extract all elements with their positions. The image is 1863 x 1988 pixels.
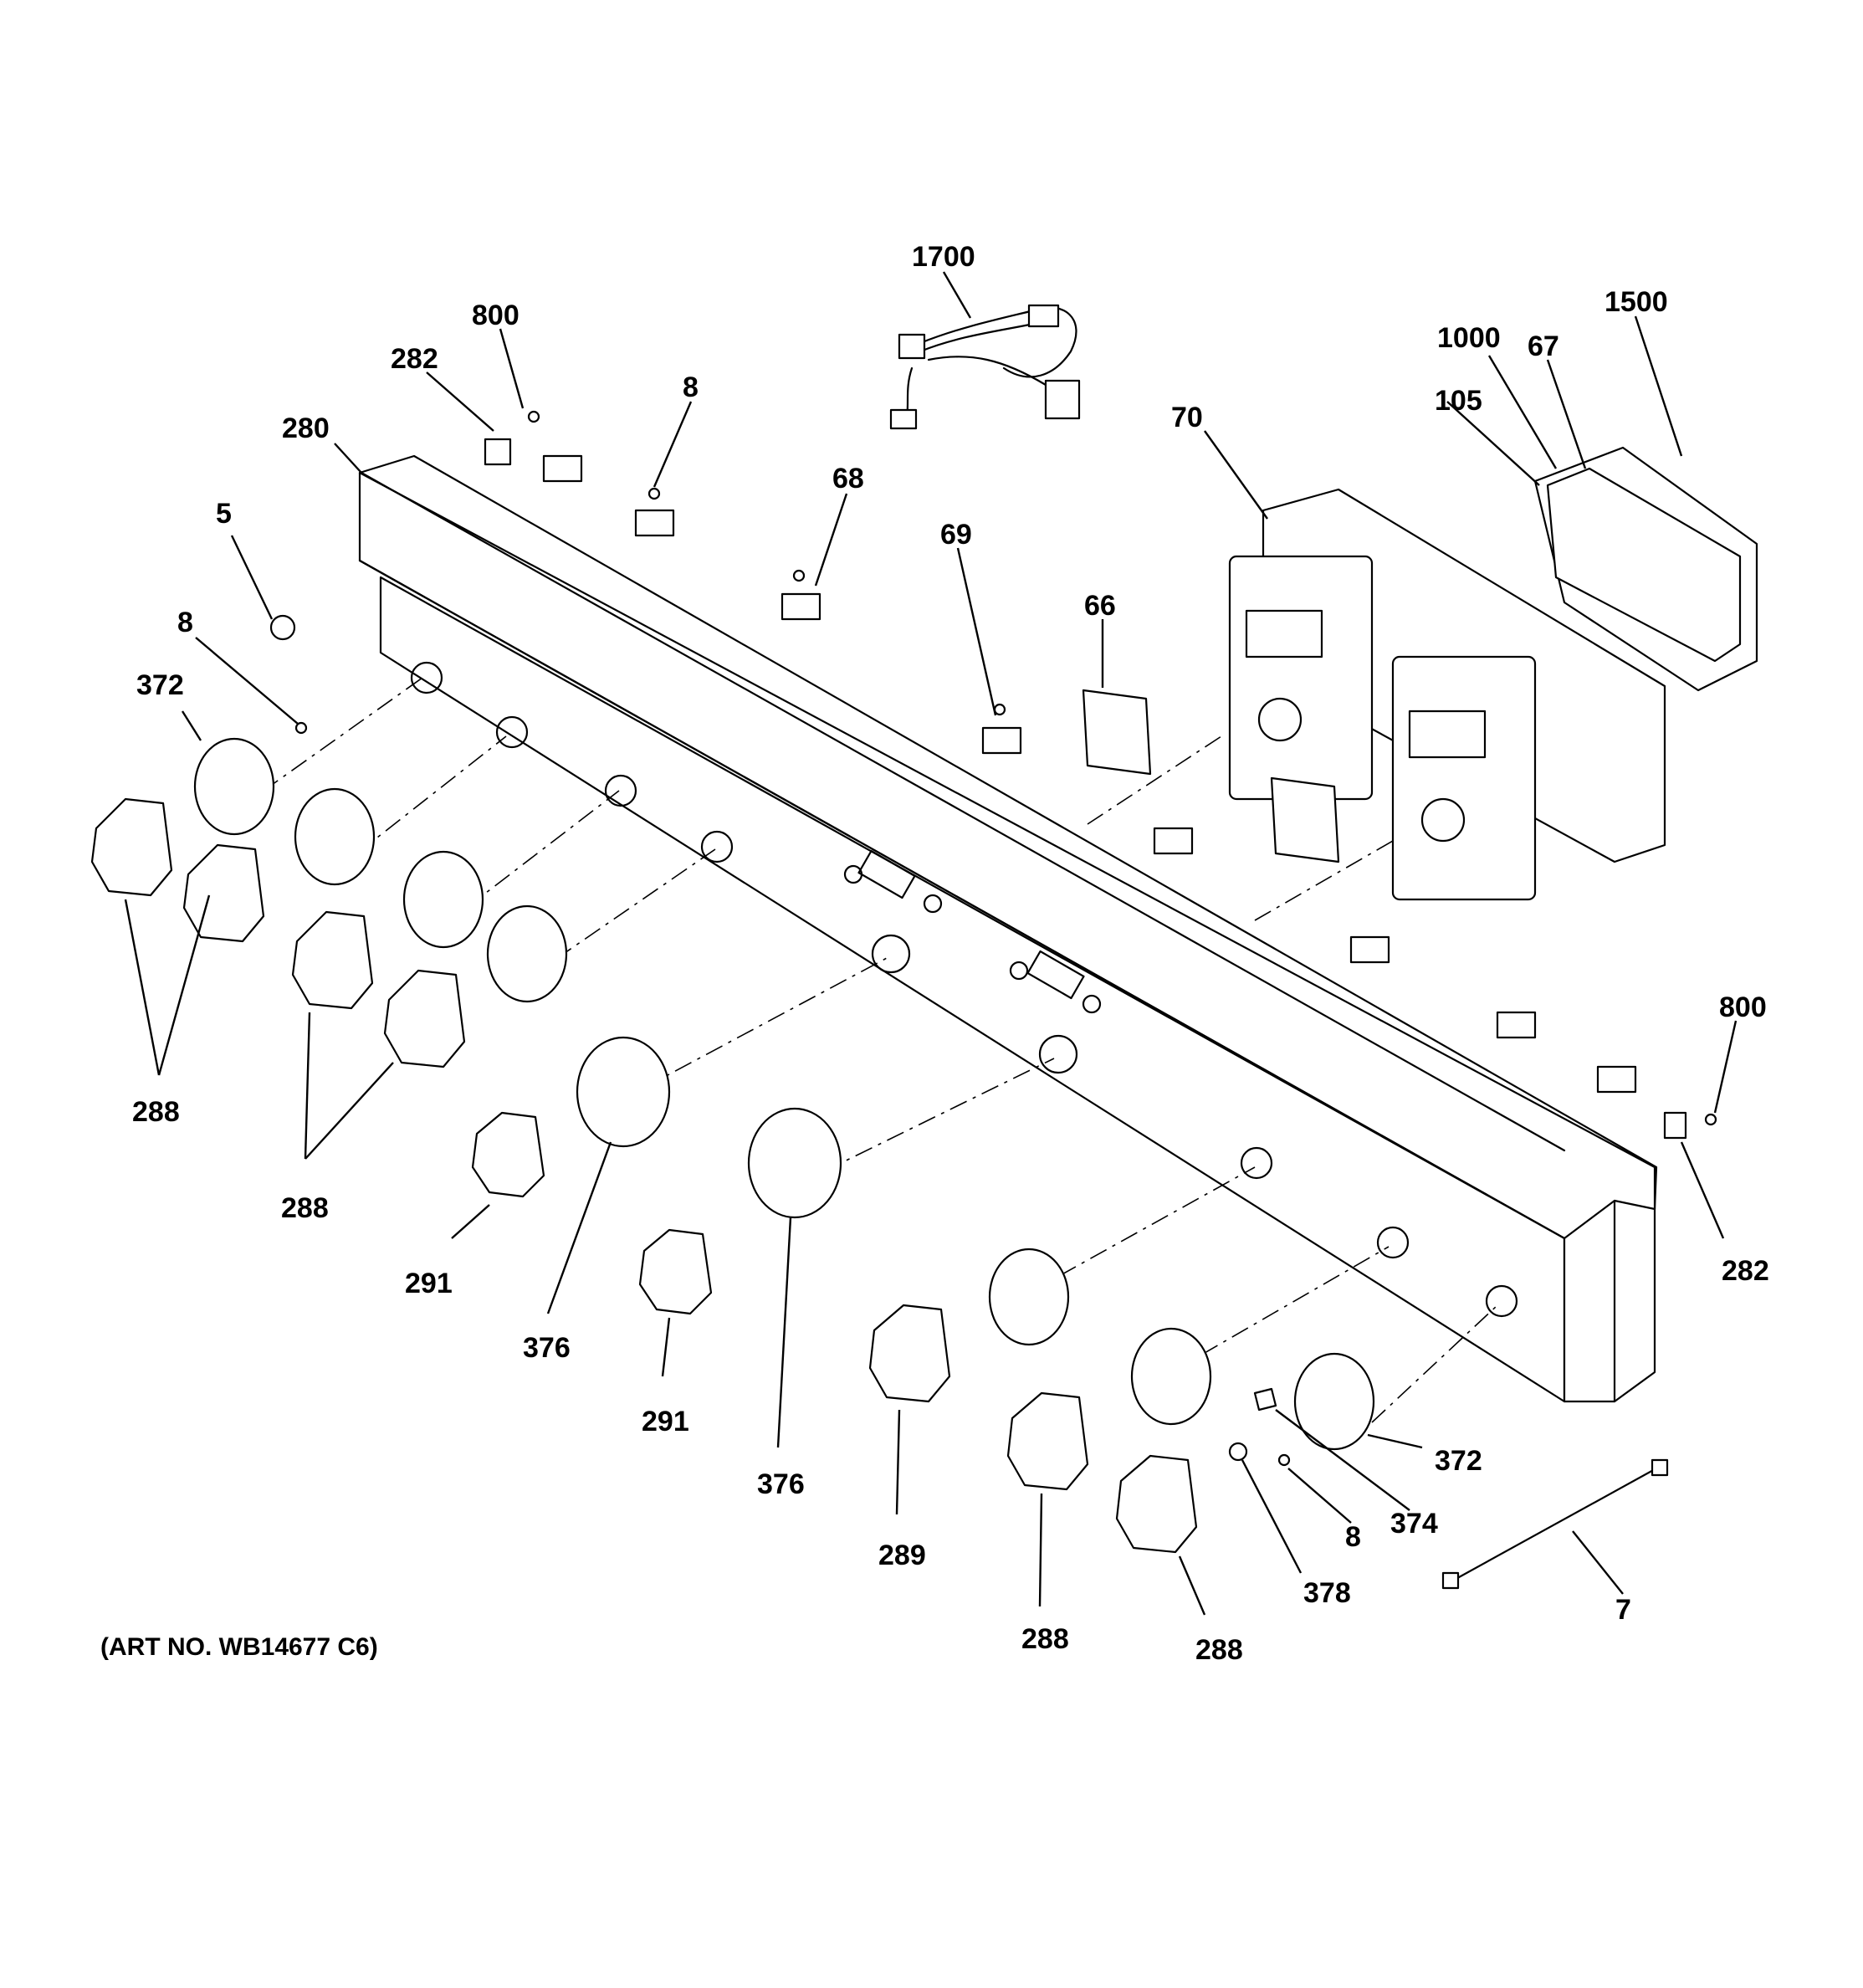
knob-rings	[193, 737, 1375, 1451]
wire-harness	[889, 304, 1081, 430]
callout-800-top: 800	[472, 300, 519, 331]
callout-68: 68	[832, 463, 864, 494]
callout-8-right: 8	[1345, 1521, 1361, 1553]
callout-372-left: 372	[136, 669, 184, 701]
leader-lines	[124, 271, 1738, 1616]
knobs	[90, 797, 1198, 1554]
callout-282-top: 282	[391, 343, 438, 375]
callout-69: 69	[940, 519, 972, 551]
callout-1700: 1700	[912, 241, 975, 273]
control-boards	[1228, 446, 1758, 901]
callout-288-a: 288	[132, 1096, 180, 1128]
callout-67: 67	[1528, 330, 1559, 362]
callout-7: 7	[1615, 1594, 1631, 1626]
callout-280: 280	[282, 412, 330, 444]
lens-66-a	[1082, 689, 1152, 776]
callout-288-d: 288	[1195, 1634, 1243, 1666]
callout-374: 374	[1390, 1508, 1438, 1540]
callout-70: 70	[1171, 402, 1203, 433]
callout-8-left: 8	[177, 607, 193, 638]
callout-372-right: 372	[1435, 1445, 1482, 1477]
callout-1000: 1000	[1437, 322, 1501, 354]
brackets	[294, 410, 1717, 1140]
callout-289: 289	[878, 1540, 926, 1571]
callout-800-right: 800	[1719, 991, 1767, 1023]
callout-288-c: 288	[1021, 1623, 1069, 1655]
callout-378: 378	[1303, 1577, 1351, 1609]
callout-376-a: 376	[523, 1332, 571, 1364]
callout-105: 105	[1435, 385, 1482, 417]
callout-5: 5	[216, 498, 232, 530]
callout-282-right: 282	[1722, 1255, 1769, 1287]
small-parts	[269, 614, 1669, 1590]
callout-labels: 1700 1500 1000 67 105 70 800 282 280 8 6…	[132, 241, 1769, 1666]
art-number-label: (ART NO. WB14677 C6)	[100, 1633, 378, 1661]
callout-8-top: 8	[683, 371, 699, 403]
callout-1500: 1500	[1605, 286, 1668, 318]
callout-288-b: 288	[281, 1192, 329, 1224]
callout-376-b: 376	[757, 1468, 805, 1500]
callout-291-a: 291	[405, 1268, 453, 1299]
callout-66: 66	[1084, 590, 1116, 622]
callout-291-b: 291	[642, 1406, 689, 1437]
control-panel	[358, 454, 1658, 1403]
panel-holes	[410, 661, 1518, 1318]
lens-66-b	[1270, 776, 1340, 863]
